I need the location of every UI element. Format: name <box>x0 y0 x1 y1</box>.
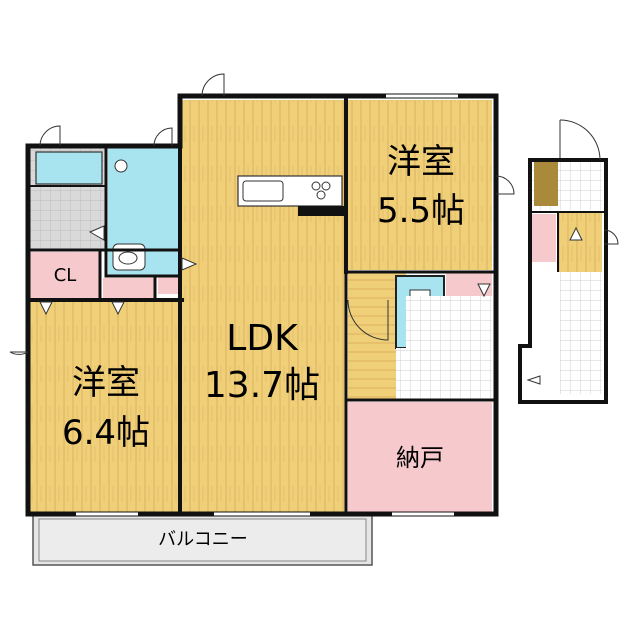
shoe-storage <box>534 162 558 206</box>
western-room-upper-size: 5.5帖 <box>377 191 465 231</box>
tower-staircase <box>560 272 602 394</box>
western-room-upper-name: 洋室 <box>387 142 455 182</box>
door-swings <box>9 73 515 355</box>
kitchen-sink-icon <box>242 180 284 202</box>
ldk-size: 13.7帖 <box>204 365 320 406</box>
stair-tower <box>518 115 619 404</box>
windows <box>76 94 458 516</box>
western-room-left-name: 洋室 <box>72 363 140 403</box>
bathtub <box>35 151 103 185</box>
balcony-label: バルコニー <box>158 529 248 550</box>
storage-room: 納戸 <box>348 402 492 512</box>
storage-label: 納戸 <box>396 444 444 472</box>
western-room-upper: 洋室 5.5帖 <box>348 100 492 270</box>
hall-area <box>348 272 492 400</box>
door-indicators <box>39 225 198 316</box>
ldk-name: LDK <box>226 318 299 359</box>
ldk: LDK 13.7帖 <box>182 100 346 512</box>
western-room-left: 洋室 6.4帖 <box>28 300 182 512</box>
western-room-left-size: 6.4帖 <box>62 413 150 453</box>
washer-icon <box>114 159 128 173</box>
walls <box>25 93 499 517</box>
closet: CL <box>30 252 180 298</box>
stove-icon <box>311 181 321 191</box>
balcony: バルコニー <box>32 514 373 566</box>
closet-label: CL <box>54 265 77 286</box>
